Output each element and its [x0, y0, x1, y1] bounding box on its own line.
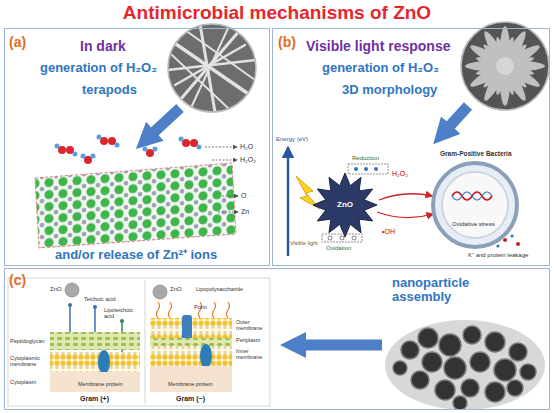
pointer-lines: [205, 147, 238, 212]
part-label: Lipoteichoic acid: [104, 307, 138, 319]
charge-dots: [328, 167, 378, 240]
particle-label: ZnO: [170, 286, 182, 293]
effect-label: K⁺ and protein leakage: [468, 252, 528, 259]
sem-flower: [461, 22, 549, 110]
molecule-label: H₂O₂: [240, 156, 256, 164]
cell-type-label: Gram (−): [176, 395, 205, 403]
species-label: H₂O₂: [392, 170, 408, 178]
atom-label: Zn: [241, 208, 249, 216]
condition-heading: In dark: [80, 38, 126, 54]
light-label: Visible light: [290, 240, 318, 246]
zno-lattice: [35, 163, 236, 248]
cell-type-label: Gram (+): [80, 395, 109, 403]
material-label: ZnO: [337, 200, 353, 209]
morphology-text: nanoparticle assembly: [392, 276, 487, 305]
flow-arrow: [448, 106, 468, 128]
layer-label: Cytoplasm: [10, 379, 36, 385]
layer-label: Inner membrane: [236, 348, 268, 360]
mechanism-text: generation of H₂O₂: [40, 61, 157, 76]
effect-label: Oxidative stress: [452, 221, 495, 228]
layer-label: Outer membrane: [236, 319, 268, 331]
panel-letter: (c): [9, 272, 26, 288]
figure-title: Antimicrobial mechanisms of ZnO: [0, 2, 554, 24]
layer-label: Cytoplasmic membrane: [10, 355, 48, 367]
zno-star: [313, 173, 377, 237]
ros-arrows: [377, 194, 433, 218]
part-label: Membrane protein: [168, 381, 213, 387]
sem-tetrapods: [168, 24, 256, 112]
part-label: Lipopolysaccharide: [196, 286, 243, 292]
gram-negative-envelope: [150, 285, 232, 392]
process-label: Reduction: [352, 155, 379, 162]
axis-label: Energy (eV): [276, 136, 308, 143]
gram-positive-envelope: [50, 283, 140, 392]
atom-label: O: [241, 192, 246, 200]
band-boxes: [322, 164, 388, 242]
flow-arrow: [152, 108, 180, 134]
part-label: Membrane protein: [78, 381, 123, 387]
part-label: Teichoic acid: [84, 296, 116, 302]
figure-panel: (c) nanoparticle assembly: [4, 268, 550, 410]
layer-label: Peptidoglycan: [10, 338, 45, 344]
figure-panel: (a) In dark generation of H₂O₂ terapods and/…: [4, 28, 270, 266]
panel-letter: (b): [278, 34, 296, 50]
mechanism-text: and/or release of Zn²⁺ ions: [55, 248, 217, 263]
tem-nanoparticles: [385, 320, 545, 410]
figure-frame: [8, 278, 270, 406]
particle-label: ZnO: [50, 286, 62, 293]
mechanism-text: generation of H₂O₂: [322, 61, 439, 76]
process-label: Oxidation: [326, 245, 351, 252]
figure-panel: (b) Visible light response generation of H…: [272, 28, 550, 266]
species-label: •OH: [382, 228, 395, 236]
panel-letter: (a): [9, 34, 26, 50]
part-label: Porin: [194, 304, 207, 310]
peroxide-molecules: [55, 135, 202, 165]
morphology-text: terapods: [82, 83, 137, 98]
flow-arrow: [302, 340, 382, 351]
layer-label: Periplasm: [236, 337, 260, 343]
energy-axis: [287, 148, 290, 256]
divider: [145, 280, 146, 404]
condition-heading: Visible light response: [306, 38, 450, 54]
morphology-text: 3D morphology: [342, 83, 437, 98]
gram-positive-cell: [433, 163, 520, 248]
cell-label: Gram-Positive Bacteria: [440, 150, 512, 157]
molecule-label: H₂O: [240, 143, 253, 151]
